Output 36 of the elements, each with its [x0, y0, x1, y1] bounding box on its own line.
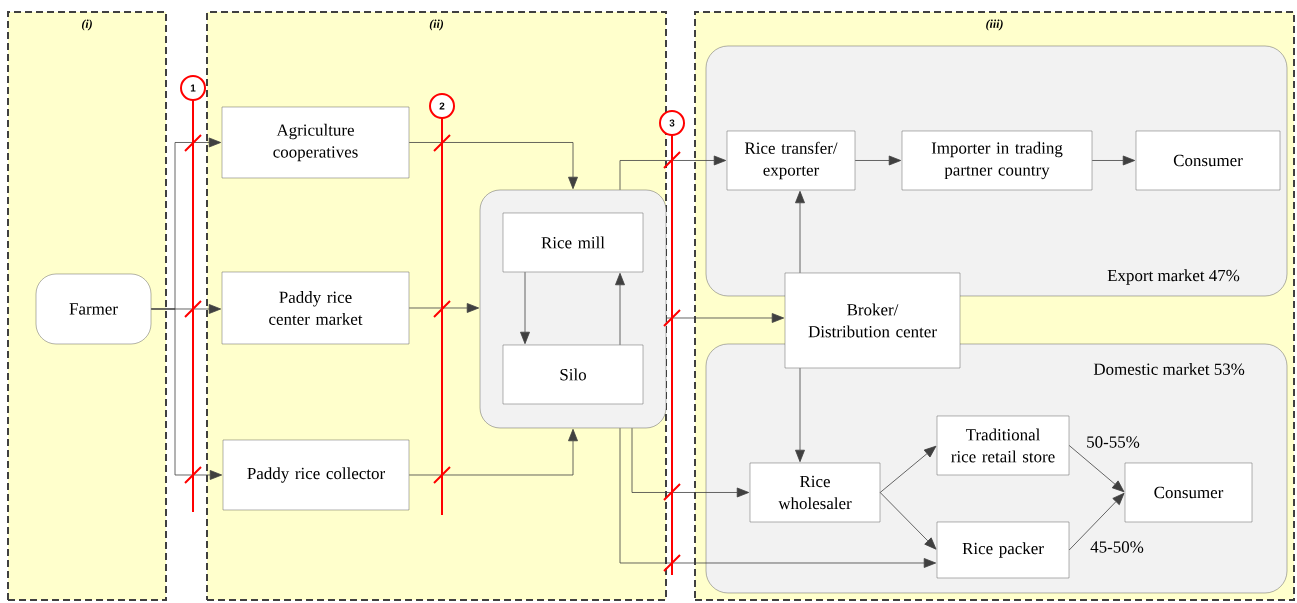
process-box: Paddy rice collector [222, 439, 410, 511]
process-box: Consumer [1135, 130, 1281, 191]
edge-label: 50-55% [1085, 435, 1141, 449]
callout-number: 1 [180, 75, 206, 101]
arrow [631, 427, 750, 498]
process-box: Rice wholesaler [749, 462, 881, 523]
arrow [879, 445, 937, 493]
process-box: Paddy rice center market [221, 271, 410, 345]
arrow [1068, 492, 1125, 551]
process-box: Rice packer [936, 521, 1070, 579]
process-box: Rice mill [502, 212, 644, 273]
process-box: Broker/ Distribution center [784, 272, 961, 369]
arrow [615, 272, 625, 346]
arrow [854, 155, 902, 166]
arrow [150, 308, 223, 480]
arrow [665, 313, 785, 323]
process-box: Silo [502, 344, 644, 405]
arrow [1068, 445, 1125, 493]
process-box: Agriculture cooperatives [221, 106, 410, 179]
process-box: Importer in trading partner country [901, 130, 1093, 191]
process-box: Traditional rice retail store [936, 415, 1070, 476]
callout-number: 3 [659, 110, 685, 136]
arrow [619, 427, 937, 568]
arrow [408, 303, 480, 313]
arrow [408, 428, 578, 476]
arrow [520, 271, 530, 345]
arrow [408, 142, 578, 190]
arrow [795, 367, 805, 463]
start-node: Farmer [35, 273, 152, 345]
arrow [879, 492, 937, 550]
edge-label: 45-50% [1089, 540, 1145, 554]
arrow [619, 155, 727, 191]
arrow [1091, 155, 1136, 166]
arrow [795, 190, 805, 274]
process-box: Rice transfer/ exporter [726, 130, 856, 191]
process-box: Consumer [1124, 462, 1253, 523]
